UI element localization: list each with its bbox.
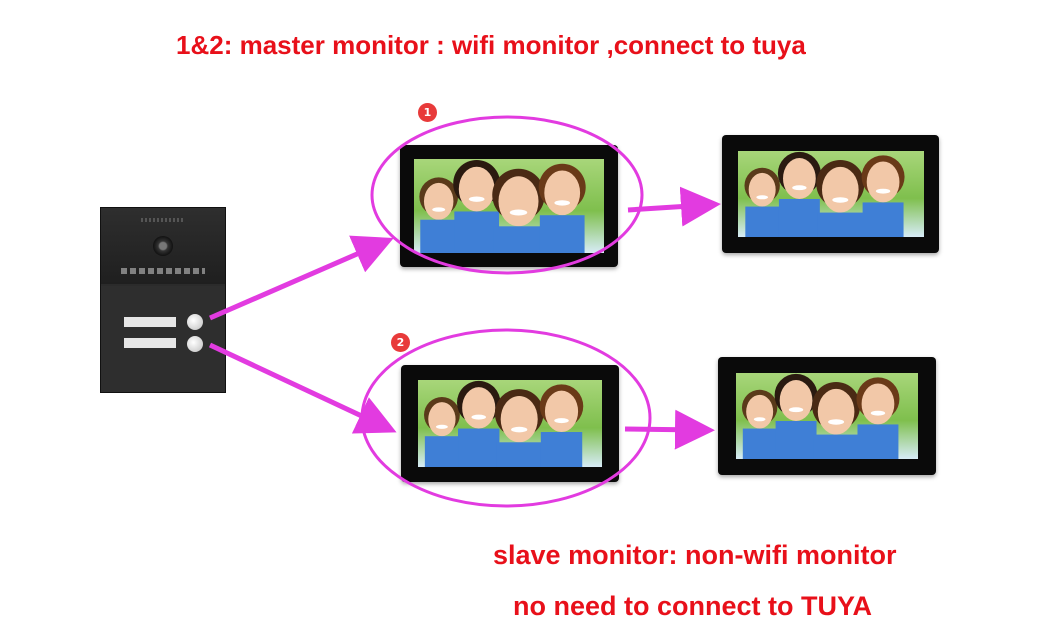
- master-monitor-2: [401, 365, 619, 482]
- camera-icon: [153, 236, 173, 256]
- slave-monitor-1: [722, 135, 939, 253]
- family-photo: [736, 373, 918, 459]
- call-button-1: [187, 314, 203, 330]
- arrow-to-slave-2: [624, 409, 715, 450]
- diagram-title: 1&2: master monitor : wifi monitor ,conn…: [176, 30, 806, 60]
- badge-1: 1: [418, 103, 437, 122]
- family-photo: [738, 151, 924, 237]
- status-leds: [121, 268, 205, 274]
- master-monitor-1: [400, 145, 618, 267]
- arrow-to-master-1: [209, 235, 394, 321]
- slave-caption-line1: slave monitor: non-wifi monitor: [493, 540, 897, 570]
- arrow-to-master-2: [208, 342, 397, 434]
- family-photo: [418, 380, 602, 467]
- arrow-to-slave-1: [627, 186, 721, 227]
- highlight-ellipse-1: [370, 115, 644, 275]
- badge-2: 2: [391, 333, 410, 352]
- highlight-ellipse-2: [360, 328, 652, 508]
- door-station-panel: [101, 286, 225, 392]
- family-photo: [414, 159, 604, 253]
- door-station: [100, 207, 226, 393]
- call-button-2: [187, 336, 203, 352]
- nameplate-2: [124, 338, 176, 348]
- nameplate-1: [124, 317, 176, 327]
- speaker-grille: [141, 218, 185, 222]
- slave-caption-line2: no need to connect to TUYA: [513, 591, 873, 621]
- slave-monitor-2: [718, 357, 936, 475]
- door-station-head: [101, 208, 225, 284]
